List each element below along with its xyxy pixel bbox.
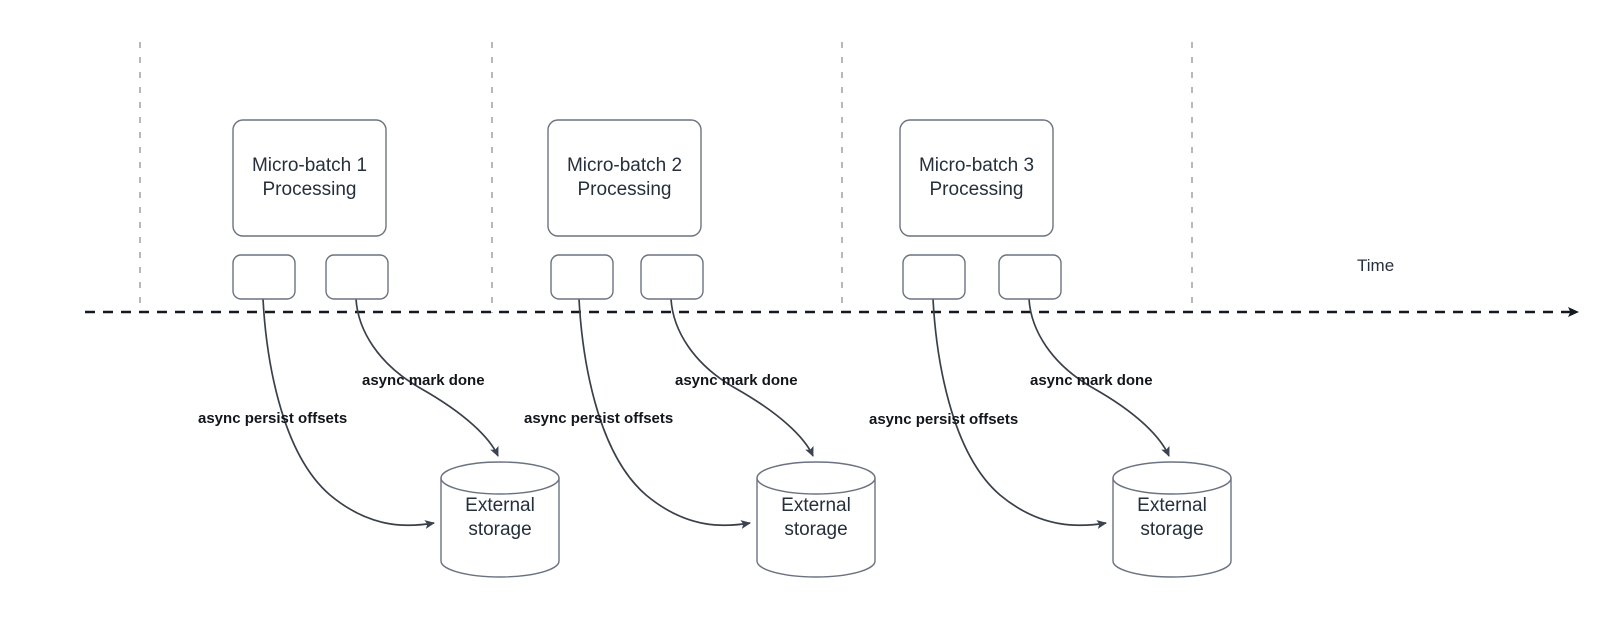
- async-persist-offsets-2-label: async persist offsets: [524, 410, 674, 427]
- task-box-3b[interactable]: [998, 254, 1062, 300]
- cylinder-body-1: [440, 477, 560, 578]
- task-box-1b[interactable]: [325, 254, 389, 300]
- async-mark-done-2: [670, 298, 814, 457]
- async-persist-offsets-2: [578, 298, 751, 529]
- task-box-3a[interactable]: [902, 254, 966, 300]
- edge-curves: [262, 298, 1170, 529]
- micro-batch-box-1[interactable]: [232, 119, 387, 237]
- separator-lines: [139, 42, 1193, 313]
- cylinder-top-3: [1112, 461, 1232, 495]
- cylinder-body-2: [756, 477, 876, 578]
- micro-batch-box-3[interactable]: [899, 119, 1054, 237]
- async-persist-offsets-3-label: async persist offsets: [869, 411, 1019, 428]
- task-box-2a[interactable]: [550, 254, 614, 300]
- external-storage-2[interactable]: [756, 461, 876, 578]
- async-mark-done-2-label: async mark done: [675, 372, 798, 389]
- node-shapes: [232, 119, 1232, 578]
- async-mark-done-1: [355, 298, 499, 457]
- async-persist-offsets-1: [262, 298, 435, 529]
- time-axis-label: Time: [1357, 256, 1395, 275]
- external-storage-1[interactable]: [440, 461, 560, 578]
- cylinder-top-1: [440, 461, 560, 495]
- async-mark-done-3: [1028, 298, 1170, 457]
- micro-batch-box-2[interactable]: [547, 119, 702, 237]
- async-persist-offsets-1-label: async persist offsets: [198, 410, 348, 427]
- async-mark-done-1-label: async mark done: [362, 372, 485, 389]
- async-mark-done-3-label: async mark done: [1030, 372, 1153, 389]
- external-storage-3[interactable]: [1112, 461, 1232, 578]
- cylinder-body-3: [1112, 477, 1232, 578]
- task-box-2b[interactable]: [640, 254, 704, 300]
- task-box-1a[interactable]: [232, 254, 296, 300]
- async-persist-offsets-3: [932, 298, 1107, 529]
- cylinder-top-2: [756, 461, 876, 495]
